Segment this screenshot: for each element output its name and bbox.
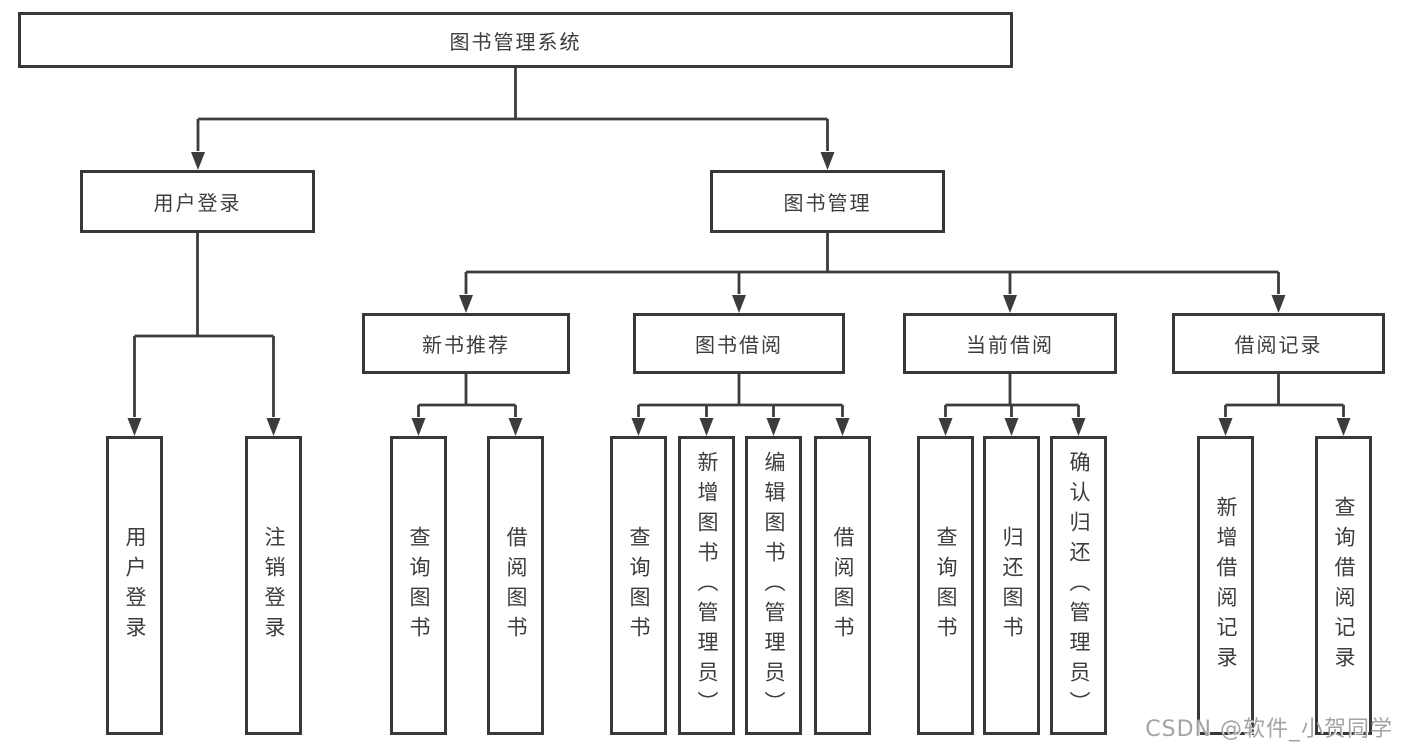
leaf-bb-edit-book-admin: 编辑图书（管理员）	[745, 436, 802, 735]
leaf-cb-confirm-return-admin: 确认归还（管理员）	[1050, 436, 1107, 735]
leaf-nb-borrow-books: 借阅图书	[487, 436, 544, 735]
leaf-cb-return-books: 归还图书	[983, 436, 1040, 735]
node-user-login: 用户登录	[80, 170, 315, 233]
leaf-user-login: 用户登录	[106, 436, 163, 735]
node-current-borrowing: 当前借阅	[903, 313, 1117, 374]
leaf-br-add-record: 新增借阅记录	[1197, 436, 1254, 735]
leaf-bb-add-book-admin: 新增图书（管理员）	[678, 436, 735, 735]
node-borrowing-records: 借阅记录	[1172, 313, 1385, 374]
leaf-br-query-record: 查询借阅记录	[1315, 436, 1372, 735]
leaf-nb-query-books: 查询图书	[390, 436, 447, 735]
leaf-cb-query-books: 查询图书	[917, 436, 974, 735]
leaf-logout: 注销登录	[245, 436, 302, 735]
node-book-borrowing: 图书借阅	[633, 313, 845, 374]
csdn-watermark: CSDN @软件_小贺同学	[1145, 717, 1393, 742]
node-library-management-system: 图书管理系统	[18, 12, 1013, 68]
node-book-management: 图书管理	[710, 170, 945, 233]
leaf-bb-borrow-books: 借阅图书	[814, 436, 871, 735]
arrowhead-icons	[127, 152, 1351, 436]
leaf-bb-query-books: 查询图书	[610, 436, 667, 735]
node-new-book-recommend: 新书推荐	[362, 313, 570, 374]
